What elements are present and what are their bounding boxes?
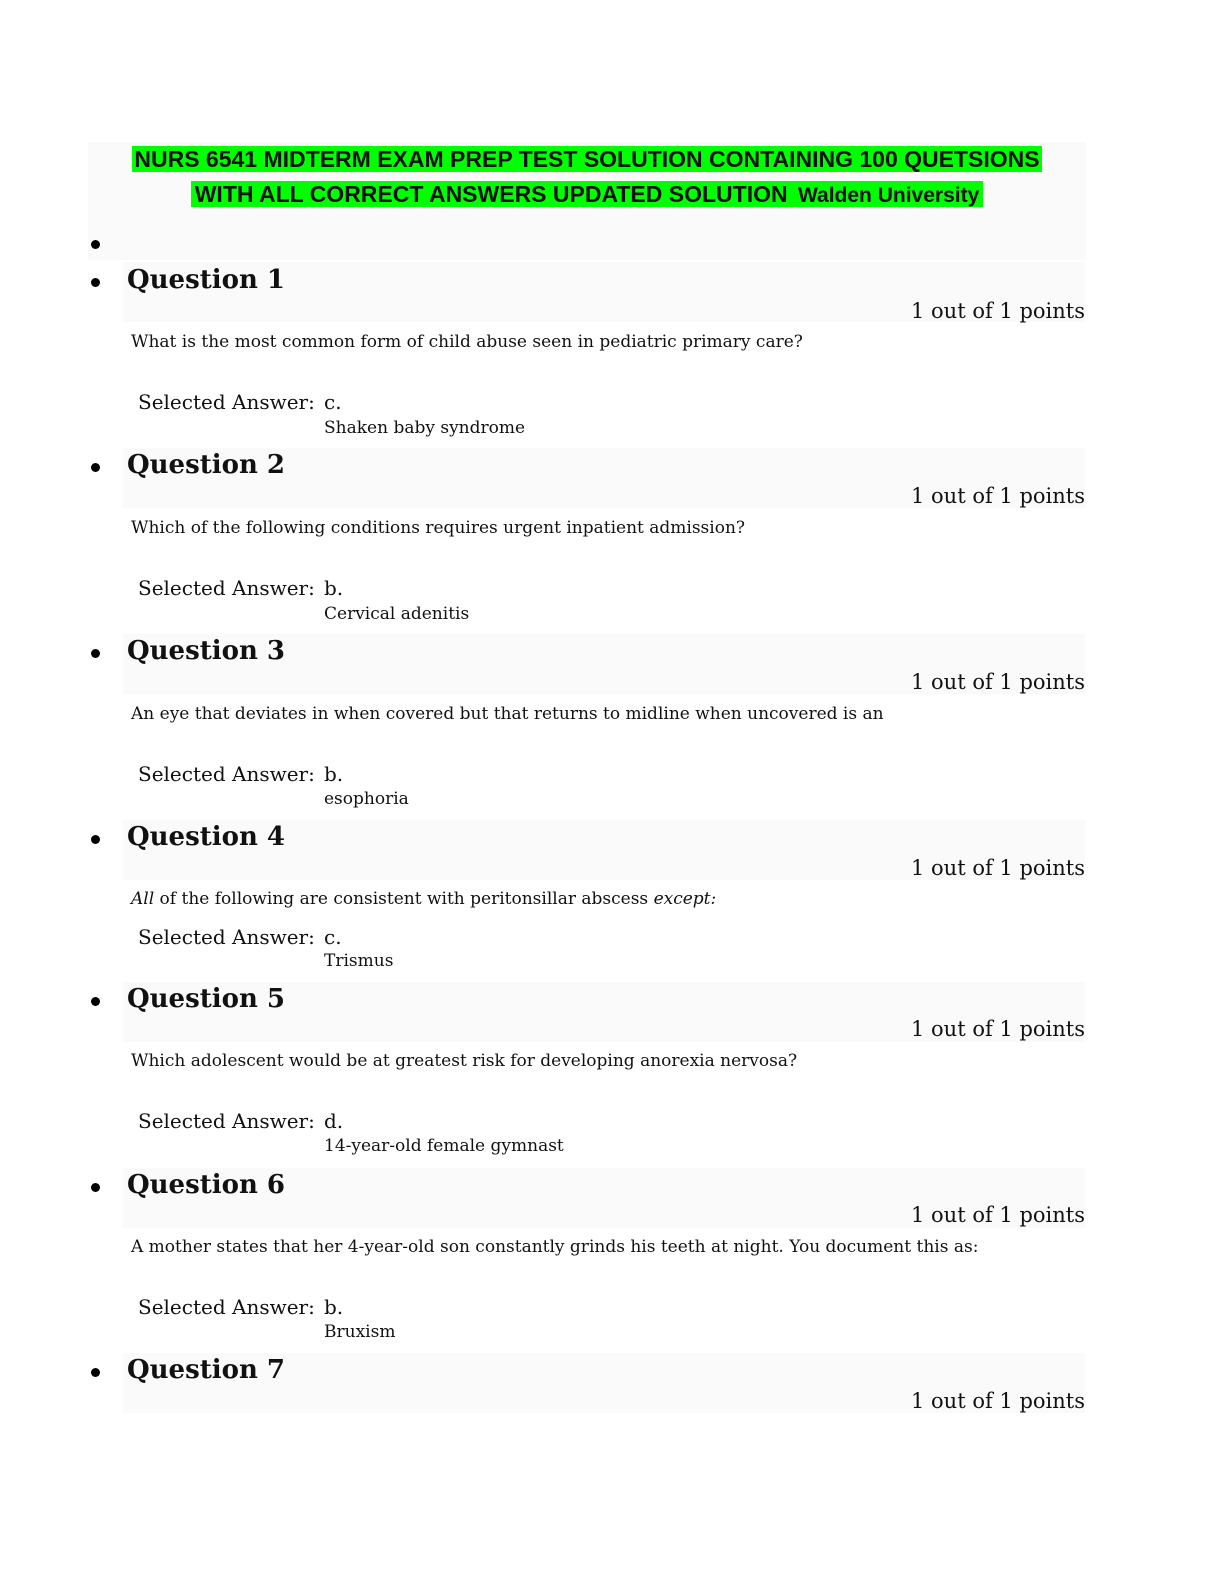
question-points: 1 out of 1 points: [911, 670, 1085, 694]
question-text: Which of the following conditions requir…: [131, 518, 746, 538]
question-header-band: [123, 982, 1085, 1042]
question-text: A mother states that her 4-year-old son …: [131, 1237, 979, 1257]
selected-answer-text: Shaken baby syndrome: [324, 418, 526, 438]
selected-answer-text: Cervical adenitis: [324, 604, 470, 624]
selected-answer-label: Selected Answer:: [138, 1295, 315, 1319]
title-line-2: WITH ALL CORRECT ANSWERS UPDATED SOLUTIO…: [88, 178, 1086, 212]
question-points: 1 out of 1 points: [911, 856, 1085, 880]
bullet-icon: [91, 649, 100, 658]
bullet-icon: [91, 1368, 100, 1377]
question-header-band: [123, 634, 1085, 694]
question-text: All of the following are consistent with…: [131, 889, 717, 909]
question-text: What is the most common form of child ab…: [131, 332, 803, 352]
question-title: Question 2: [127, 450, 286, 480]
selected-answer-letter: c.: [324, 925, 342, 949]
question-title: Question 7: [127, 1355, 286, 1385]
selected-answer-text: Trismus: [324, 951, 394, 971]
question-title: Question 1: [127, 265, 286, 295]
selected-answer-letter: b.: [324, 762, 344, 786]
question-header-band: [123, 1353, 1085, 1413]
question-header-band: [123, 820, 1085, 880]
question-points: 1 out of 1 points: [911, 1203, 1085, 1227]
empty-list-row: [88, 230, 1086, 260]
bullet-icon: [91, 240, 100, 249]
title-line-1: NURS 6541 MIDTERM EXAM PREP TEST SOLUTIO…: [132, 146, 1042, 172]
bullet-icon: [91, 997, 100, 1006]
university-name: Walden University: [795, 184, 982, 207]
document-title: NURS 6541 MIDTERM EXAM PREP TEST SOLUTIO…: [88, 142, 1086, 230]
selected-answer-text: 14-year-old female gymnast: [324, 1136, 564, 1156]
question-title: Question 5: [127, 984, 286, 1014]
selected-answer-letter: d.: [324, 1109, 344, 1133]
question-points: 1 out of 1 points: [911, 484, 1085, 508]
question-header-band: [123, 448, 1085, 508]
selected-answer-text: esophoria: [324, 789, 409, 809]
bullet-icon: [91, 835, 100, 844]
selected-answer-letter: b.: [324, 576, 344, 600]
question-points: 1 out of 1 points: [911, 1017, 1085, 1041]
selected-answer-label: Selected Answer:: [138, 390, 315, 414]
bullet-icon: [91, 463, 100, 472]
selected-answer-label: Selected Answer:: [138, 576, 315, 600]
selected-answer-letter: c.: [324, 390, 342, 414]
question-title: Question 6: [127, 1170, 286, 1200]
selected-answer-label: Selected Answer:: [138, 1109, 315, 1133]
question-header-band: [123, 1168, 1085, 1228]
question-points: 1 out of 1 points: [911, 1389, 1085, 1413]
question-text: An eye that deviates in when covered but…: [131, 704, 884, 724]
question-points: 1 out of 1 points: [911, 299, 1085, 323]
selected-answer-text: Bruxism: [324, 1322, 396, 1342]
selected-answer-label: Selected Answer:: [138, 925, 315, 949]
question-header-band: [123, 262, 1085, 322]
selected-answer-letter: b.: [324, 1295, 344, 1319]
selected-answer-label: Selected Answer:: [138, 762, 315, 786]
bullet-icon: [91, 1183, 100, 1192]
question-title: Question 4: [127, 822, 286, 852]
bullet-icon: [91, 278, 100, 287]
question-title: Question 3: [127, 636, 286, 666]
question-text: Which adolescent would be at greatest ri…: [131, 1051, 798, 1071]
